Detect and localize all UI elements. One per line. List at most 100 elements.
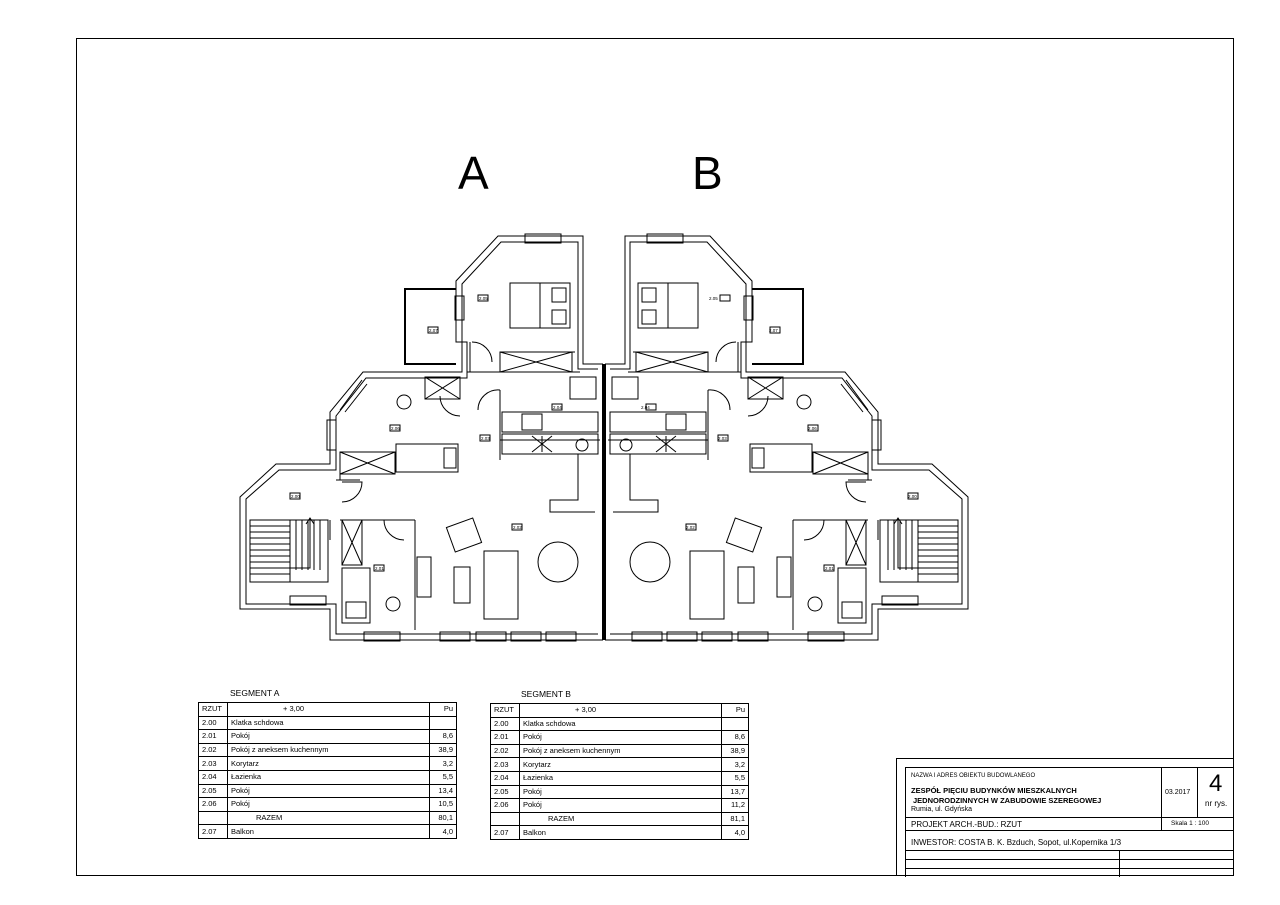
table-cell: 13,4 <box>429 783 457 799</box>
segment-b-letter: B <box>692 147 723 199</box>
door-swing <box>341 341 501 541</box>
table-a-title: SEGMENT A <box>230 688 280 698</box>
table-cell: Pokój z aneksem kuchennym <box>519 743 722 759</box>
project-address: Rumia, ul. Gdyńska <box>911 806 973 813</box>
table-header-cell: + 3,00 <box>519 703 722 718</box>
wardrobe <box>339 451 396 475</box>
table-cell: 2.07 <box>490 825 520 840</box>
room-label: 2.00 <box>291 494 300 499</box>
room-label: 2.07 <box>769 328 778 333</box>
title-block: NAZWA I ADRES OBIEKTU BUDOWLANEGO ZESPÓŁ… <box>896 758 1234 877</box>
table-cell: Pokój <box>519 798 722 813</box>
table-cell: 2.05 <box>490 784 520 800</box>
window <box>339 379 368 413</box>
table-cell: 3,2 <box>721 757 749 772</box>
table-cell: 2.07 <box>198 824 228 839</box>
table-cell <box>198 810 228 826</box>
table-cell: Klatka schdowa <box>519 716 722 732</box>
room-label: 2.03 <box>718 436 727 441</box>
table-cell: 2.00 <box>490 716 520 732</box>
segment-a-letter: A <box>458 147 489 199</box>
table-cell: Korytarz <box>519 757 722 772</box>
table-cell: Pokój <box>227 797 430 812</box>
window <box>510 631 542 642</box>
table-cell: Pokój <box>227 783 430 799</box>
drawing-scale: Skala 1 : 100 <box>1171 820 1209 827</box>
window <box>475 631 507 642</box>
table-header-cell: + 3,00 <box>227 702 430 717</box>
wardrobe-cross <box>499 351 573 373</box>
table-cell <box>490 811 520 827</box>
kitchen-counter <box>501 433 599 455</box>
table-cell: 2.02 <box>198 742 228 758</box>
table-cell <box>721 716 749 732</box>
table-cell: Łazienka <box>519 770 722 786</box>
table-cell <box>429 715 457 731</box>
window <box>545 631 577 642</box>
table-cell: Balkon <box>227 824 430 839</box>
armchair <box>445 517 483 553</box>
table-cell: 2.01 <box>198 729 228 744</box>
table-row: RZUT + 3,00 Pu <box>198 702 457 717</box>
wardrobe <box>424 376 461 400</box>
window <box>289 595 327 606</box>
kitchen-sink <box>575 438 589 452</box>
table-cell: 2.04 <box>198 769 228 785</box>
shower <box>569 376 597 400</box>
table-cell: 2.00 <box>198 715 228 731</box>
table-header-cell: Pu <box>721 703 749 718</box>
wardrobe <box>499 351 573 373</box>
drawing-date: 03.2017 <box>1165 789 1191 796</box>
table-cell: 2.03 <box>198 756 228 771</box>
table-cell: 2.06 <box>198 797 228 812</box>
bathroom-counter <box>501 411 599 433</box>
table-header-cell: RZUT <box>198 702 228 717</box>
bed <box>341 567 371 624</box>
table-cell: 2.03 <box>490 757 520 772</box>
bed <box>395 443 459 473</box>
floor-plan-segment-a <box>239 233 604 642</box>
room-label: 2.06 <box>391 426 400 431</box>
wardrobe-cross <box>424 376 461 400</box>
table-cell: 80,1 <box>429 810 457 826</box>
wardrobe <box>341 519 363 566</box>
kitchen-hob <box>531 435 553 453</box>
project-name-line2: JEDNORODZINNYCH W ZABUDOWIE SZEREGOWEJ <box>913 796 1102 805</box>
table-cell: Pokój <box>519 730 722 745</box>
outer-wall-inner <box>245 241 598 635</box>
drawing-frame <box>76 38 1234 876</box>
table-cell: Pokój <box>519 784 722 800</box>
table-cell: 38,9 <box>721 743 749 759</box>
dining-table <box>537 541 579 583</box>
table-header-cell: Pu <box>429 702 457 717</box>
tv-cabinet <box>416 556 432 598</box>
sheet-label: nr rys. <box>1205 799 1228 808</box>
floor-plan-segment-b <box>604 233 969 642</box>
coffee-table <box>453 566 471 604</box>
table-cell: 81,1 <box>721 811 749 827</box>
project-type: PROJEKT ARCH.-BUD.: RZUT <box>911 820 1022 829</box>
staircase <box>249 517 329 583</box>
bed-pillow <box>551 309 567 325</box>
room-label: 2.06 <box>808 426 817 431</box>
table-cell: 3,2 <box>429 756 457 771</box>
table-cell: 8,6 <box>721 730 749 745</box>
table-cell: 2.02 <box>490 743 520 759</box>
sofa <box>483 550 519 620</box>
table-cell: 2.01 <box>490 730 520 745</box>
table-cell: Korytarz <box>227 756 430 771</box>
table-cell: 2.05 <box>198 783 228 799</box>
table-cell: 4,0 <box>721 825 749 840</box>
table-cell: Pokój z aneksem kuchennym <box>227 742 430 758</box>
